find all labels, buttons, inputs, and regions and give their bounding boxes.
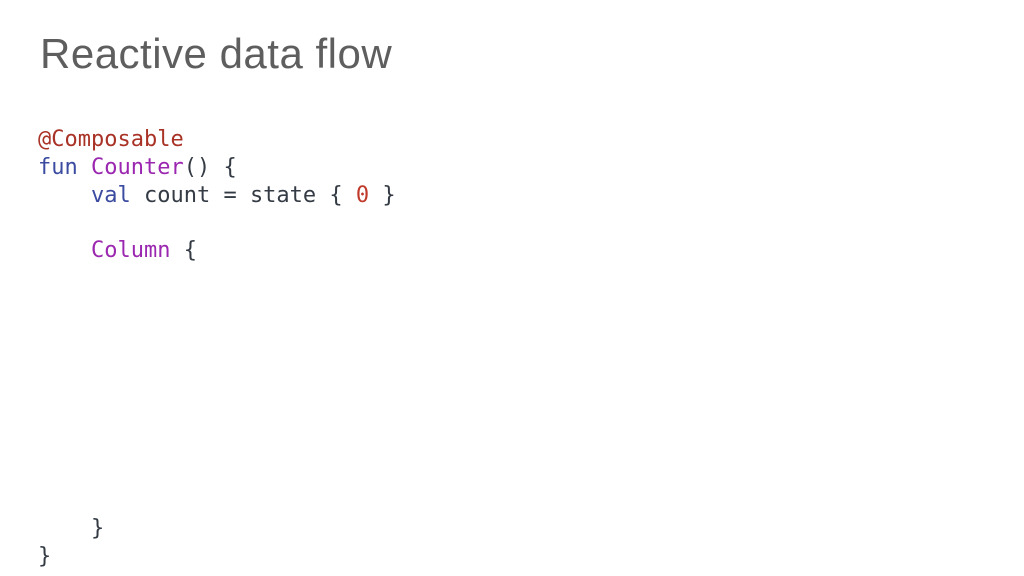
- code-line: [38, 265, 396, 293]
- code-token-number: 0: [355, 182, 370, 208]
- code-line: }: [38, 543, 396, 571]
- code-line: [38, 432, 396, 460]
- code-line: @Composable: [38, 126, 396, 154]
- code-line: Column {: [38, 237, 396, 265]
- code-line: [38, 487, 396, 515]
- code-token-plain: [38, 238, 91, 263]
- code-line: [38, 404, 396, 432]
- code-line: [38, 209, 396, 237]
- code-token-keyword: fun: [38, 154, 78, 180]
- code-token-plain: [38, 183, 91, 208]
- code-line: [38, 293, 396, 321]
- code-token-punct: () {: [183, 154, 237, 180]
- code-token-punct: }: [90, 516, 105, 542]
- code-line: [38, 460, 396, 488]
- code-line: [38, 321, 396, 349]
- code-token-punct: {: [170, 238, 197, 264]
- page-title: Reactive data flow: [40, 30, 393, 77]
- code-line: val count = state { 0 }: [38, 182, 396, 210]
- code-token-punct: }: [38, 543, 52, 569]
- code-line: fun Counter() {: [38, 154, 396, 182]
- code-token-plain: }: [369, 182, 396, 208]
- code-token-type: Counter: [91, 154, 184, 180]
- code-line: [38, 348, 396, 376]
- code-token-plain: count = state {: [130, 182, 356, 208]
- code-line: }: [38, 515, 396, 543]
- code-token-plain: [78, 155, 91, 180]
- code-token-type: Column: [90, 238, 171, 264]
- code-token-plain: [38, 516, 91, 541]
- code-block: @Composable fun Counter() { val count = …: [38, 126, 396, 571]
- code-line: [38, 376, 396, 404]
- code-token-keyword: val: [90, 182, 131, 208]
- code-token-annotation: @Composable: [38, 127, 184, 152]
